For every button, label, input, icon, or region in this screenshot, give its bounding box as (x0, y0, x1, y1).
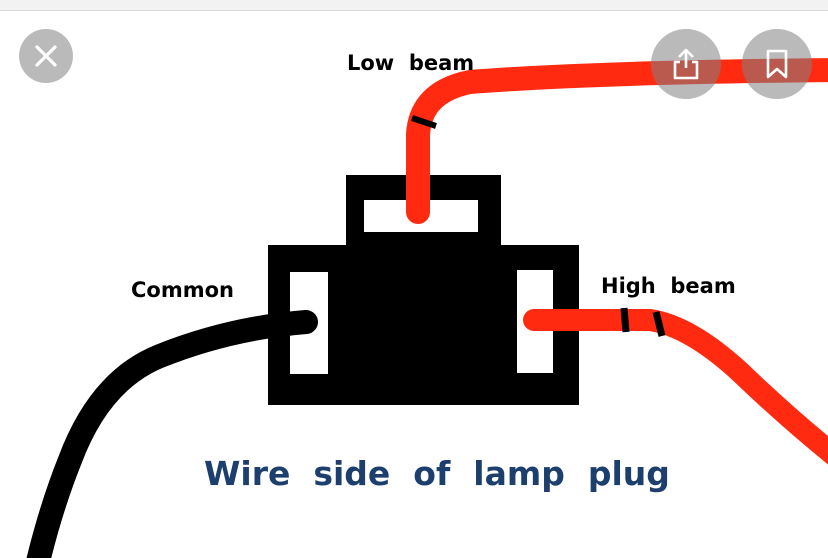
share-icon (673, 48, 699, 80)
low-beam-wire (406, 58, 828, 224)
close-icon (35, 45, 57, 67)
close-button[interactable] (19, 29, 73, 83)
bookmark-icon (766, 49, 788, 79)
high-beam-wire-band-2 (652, 311, 666, 337)
common-wire (26, 310, 318, 558)
high-beam-wire (523, 309, 828, 465)
bookmark-button[interactable] (742, 29, 812, 99)
top-divider (0, 0, 828, 11)
high-beam-label: High beam (601, 274, 736, 298)
low-beam-wire-band (411, 115, 437, 129)
low-beam-label: Low beam (347, 51, 474, 75)
share-button[interactable] (651, 29, 721, 99)
diagram-caption: Wire side of lamp plug (204, 454, 670, 493)
common-label: Common (131, 278, 234, 302)
high-beam-wire-band-1 (620, 307, 630, 333)
